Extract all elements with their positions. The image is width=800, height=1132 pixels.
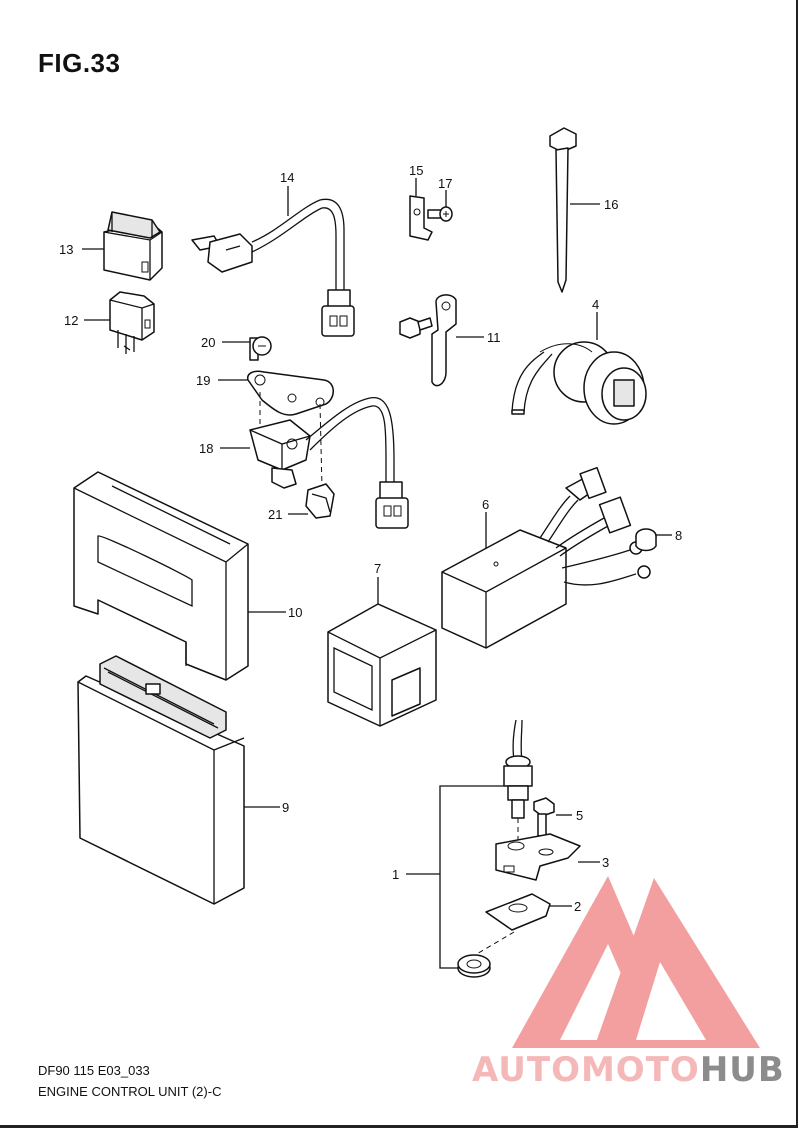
watermark-text-automoto: AUTOMOTO	[472, 1050, 700, 1090]
part-15-clamp[interactable]	[409, 195, 433, 241]
callout-5: 5	[576, 808, 583, 823]
part-2-plate[interactable]	[469, 893, 551, 959]
part-6-module[interactable]	[441, 466, 651, 649]
callout-18: 18	[199, 441, 213, 456]
callout-21: 21	[268, 507, 282, 522]
part-3-bracket[interactable]	[495, 833, 581, 881]
part-18-switch[interactable]	[249, 392, 409, 529]
callout-17: 17	[438, 176, 452, 191]
callout-4: 4	[592, 297, 599, 312]
figure-name: ENGINE CONTROL UNIT (2)-C	[38, 1084, 222, 1099]
callout-19: 19	[196, 373, 210, 388]
callout-7: 7	[374, 561, 381, 576]
callout-13: 13	[59, 242, 73, 257]
callout-10: 10	[288, 605, 302, 620]
part-20-screw[interactable]	[249, 336, 272, 361]
part-7-box[interactable]	[327, 603, 437, 727]
watermark-logo	[512, 876, 760, 1048]
part-16-cable-tie[interactable]	[549, 127, 577, 293]
part-14-switch-harness[interactable]	[191, 198, 355, 337]
part-8-cap[interactable]	[635, 528, 657, 552]
callout-6: 6	[482, 497, 489, 512]
watermark-text-hub: HUB	[699, 1050, 785, 1090]
part-21-clip[interactable]	[305, 483, 335, 519]
part-13-relay[interactable]	[103, 211, 163, 281]
callout-11: 11	[487, 330, 501, 345]
part-12-relay[interactable]	[109, 291, 155, 354]
grommet[interactable]	[457, 954, 491, 978]
part-9-ecu[interactable]	[77, 655, 245, 905]
callout-8: 8	[675, 528, 682, 543]
watermark-text: AUTOMOTOHUB	[472, 1050, 785, 1090]
callout-3: 3	[602, 855, 609, 870]
part-17-screw[interactable]	[427, 206, 453, 222]
callout-1: 1	[392, 867, 399, 882]
callout-14: 14	[280, 170, 294, 185]
callout-16: 16	[604, 197, 618, 212]
callout-15: 15	[409, 163, 423, 178]
callout-12: 12	[64, 313, 78, 328]
callout-9: 9	[282, 800, 289, 815]
part-1-sensor-assembly[interactable]	[503, 719, 533, 846]
callout-20: 20	[201, 335, 215, 350]
figure-code: DF90 115 E03_033	[38, 1063, 150, 1078]
part-10-cover[interactable]	[73, 471, 249, 681]
callout-2: 2	[574, 899, 581, 914]
part-11-bracket[interactable]	[399, 294, 457, 387]
part-4-meter[interactable]	[511, 341, 647, 425]
figure-title: FIG.33	[38, 48, 121, 78]
